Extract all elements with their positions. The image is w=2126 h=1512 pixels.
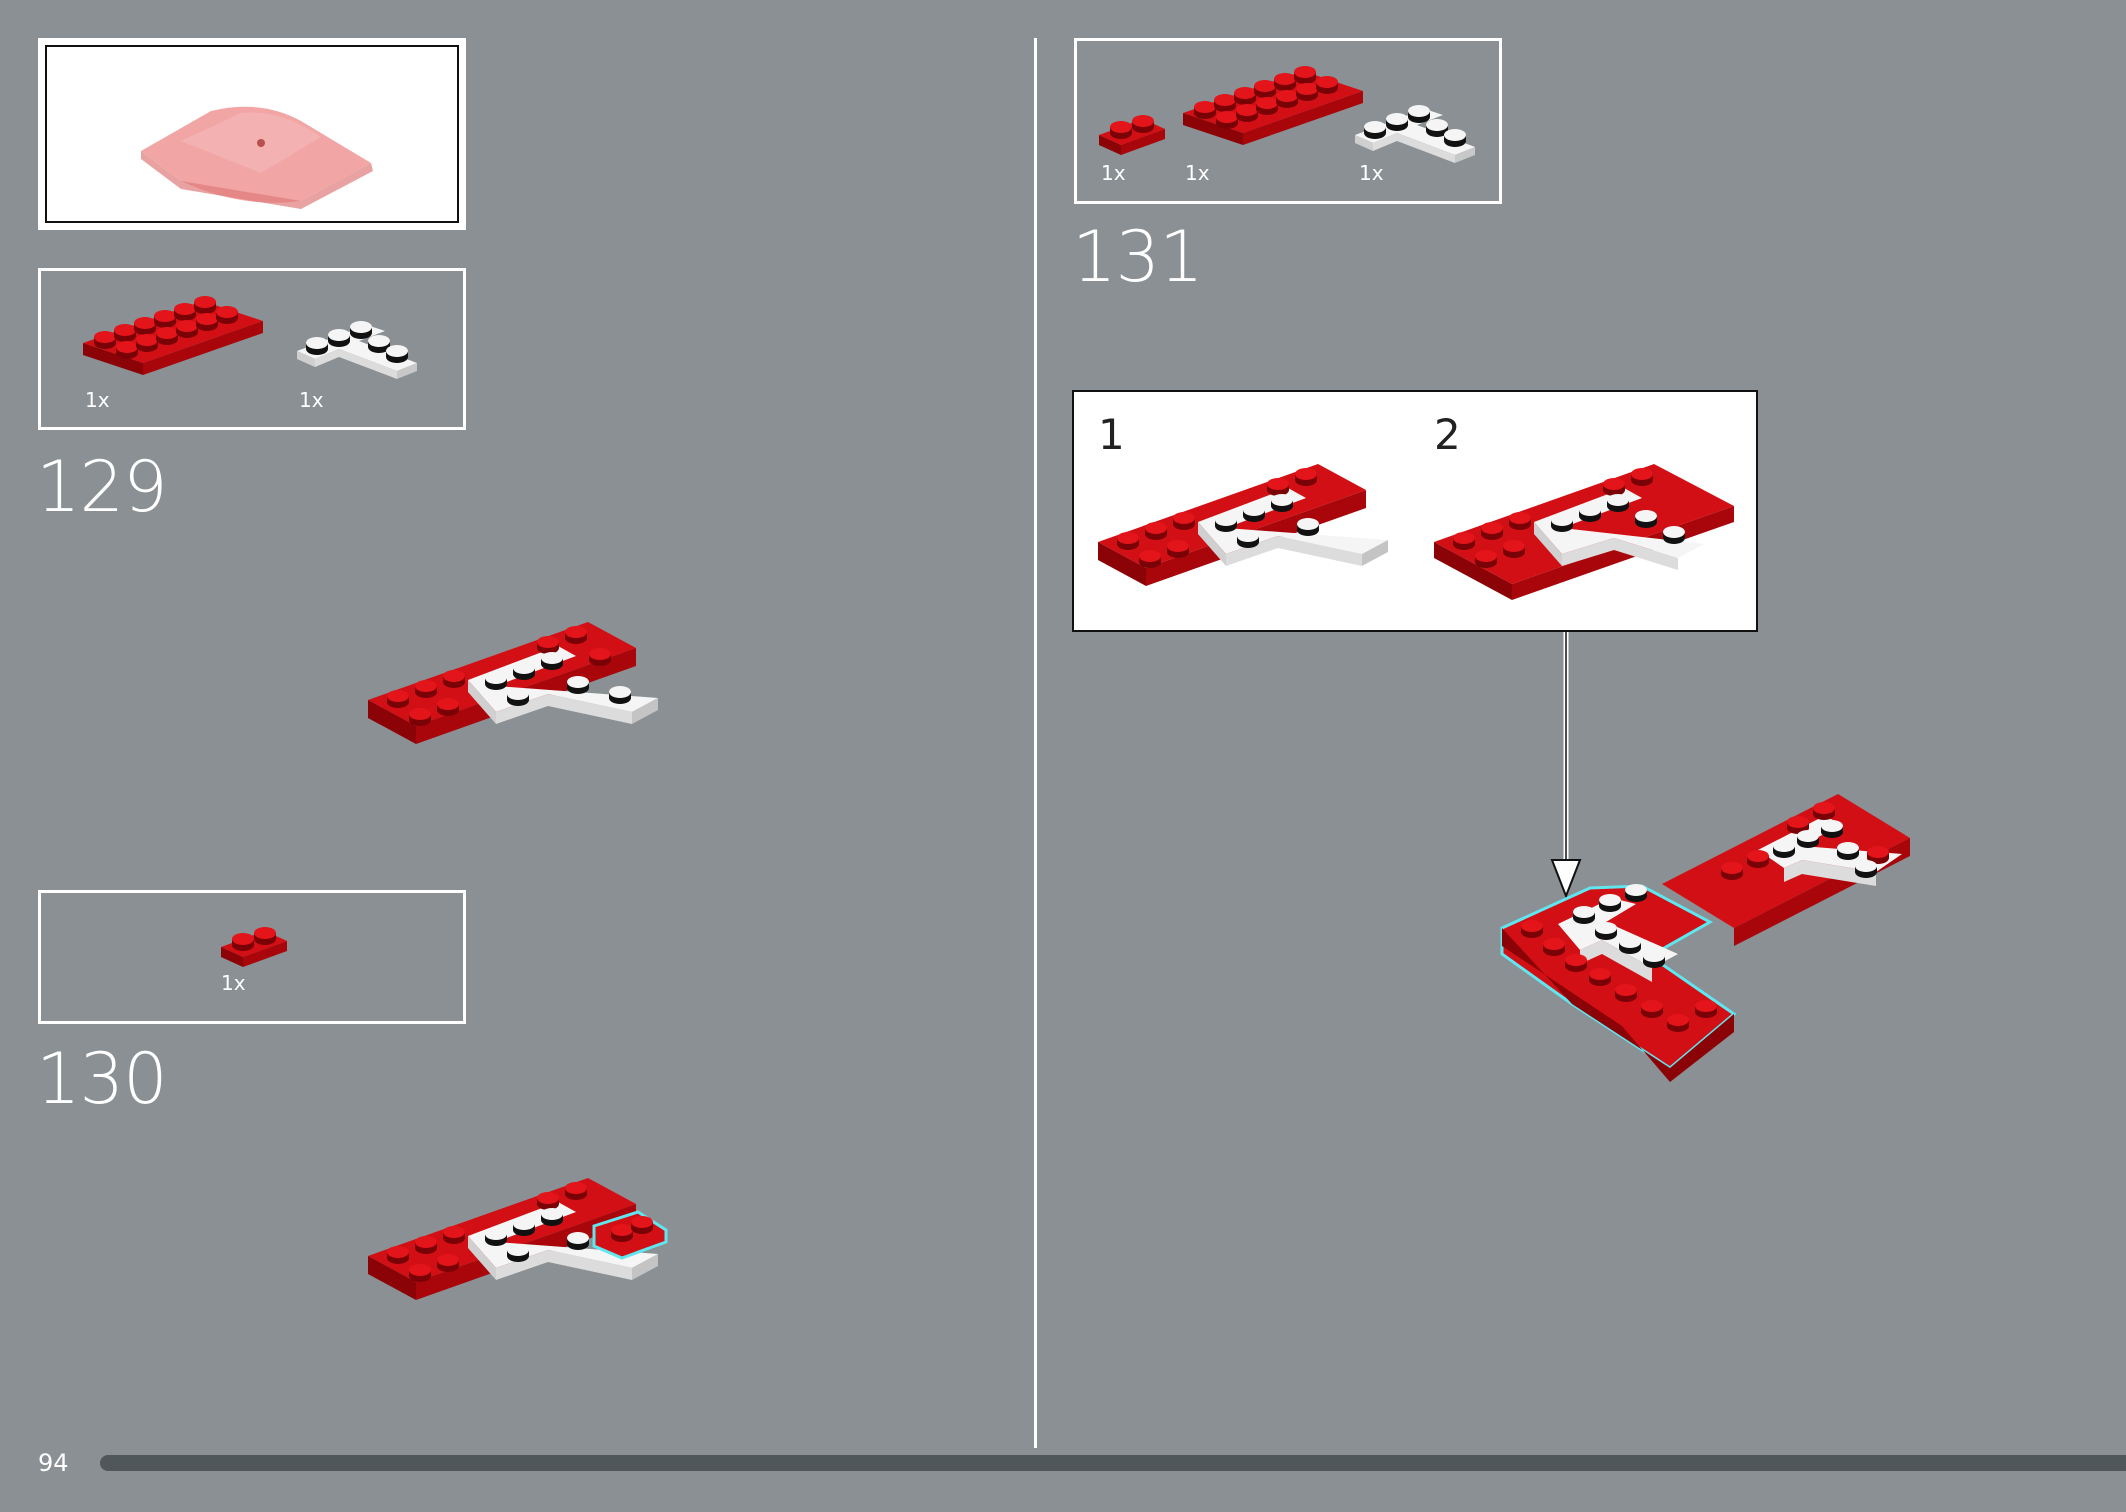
step-129-parts-box: 1x 1x xyxy=(38,268,466,430)
red-plate-1x2-icon xyxy=(1099,115,1165,155)
progress-bar xyxy=(100,1455,2126,1471)
page-number: 94 xyxy=(38,1449,69,1477)
step-131-part-1-qty: 1x xyxy=(1101,161,1126,185)
step-129-number: 129 xyxy=(36,446,168,528)
step-131-assembly xyxy=(1500,794,1910,1082)
substep-1-image xyxy=(1098,464,1388,586)
step-129-part-2-qty: 1x xyxy=(299,388,324,412)
model-overview-image xyxy=(141,106,373,209)
red-plate-1x2-icon xyxy=(221,927,287,967)
white-corner-plate-icon xyxy=(1355,105,1475,163)
step-130-assembly xyxy=(368,1178,668,1300)
substep-1-label: 1 xyxy=(1098,410,1125,459)
step-131-part-3-qty: 1x xyxy=(1359,161,1384,185)
step-131-number: 131 xyxy=(1072,216,1204,298)
model-overview-box xyxy=(38,38,466,230)
assembly-arrow xyxy=(1550,632,1582,899)
step-129-assembly xyxy=(368,622,658,744)
step-130-number: 130 xyxy=(36,1038,168,1120)
red-plate-2x6-icon xyxy=(83,296,263,375)
page-divider xyxy=(1034,38,1037,1448)
step-131-parts-box: 1x 1x 1x xyxy=(1074,38,1502,204)
step-129-part-1-qty: 1x xyxy=(85,388,110,412)
step-131-part-2-qty: 1x xyxy=(1185,161,1210,185)
substep-2-label: 2 xyxy=(1434,410,1461,459)
white-corner-plate-icon xyxy=(297,321,417,379)
substep-2-image xyxy=(1434,464,1734,600)
red-plate-2x6-icon xyxy=(1183,66,1363,145)
step-130-parts-box: 1x xyxy=(38,890,466,1024)
step-131-subassembly-box: 1 2 xyxy=(1072,390,1758,632)
step-130-part-1-qty: 1x xyxy=(221,971,246,995)
